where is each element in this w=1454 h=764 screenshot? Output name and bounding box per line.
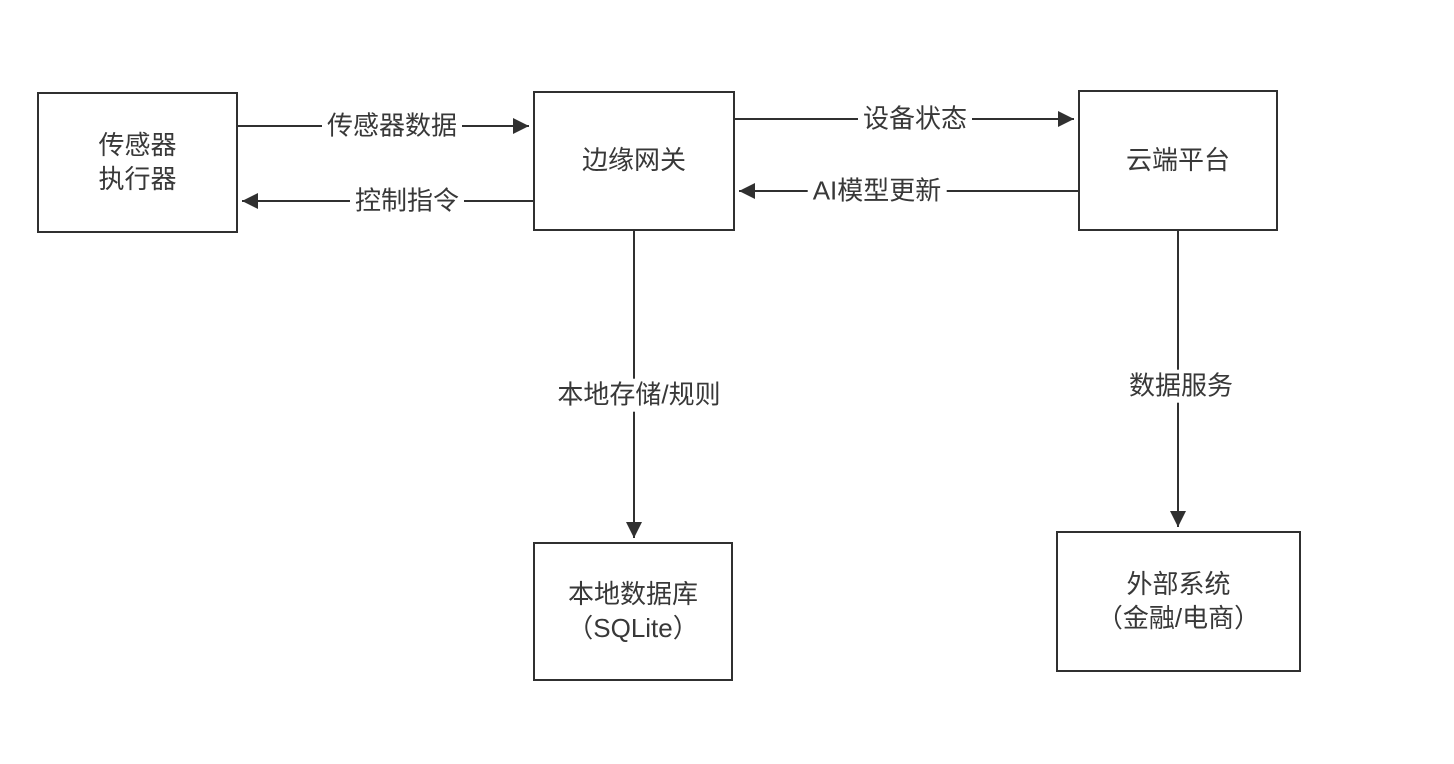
edge-label-local-storage-rules: 本地存储/规则 bbox=[552, 378, 726, 412]
node-edge-gateway: 边缘网关 bbox=[533, 91, 735, 231]
edge-label-ai-model-update: AI模型更新 bbox=[807, 174, 947, 208]
node-local-database: 本地数据库 （SQLite） bbox=[533, 542, 733, 681]
node-external-system: 外部系统 （金融/电商） bbox=[1056, 531, 1301, 672]
node-cloud-platform: 云端平台 bbox=[1078, 90, 1278, 231]
edge-label-sensor-data: 传感器数据 bbox=[321, 109, 463, 143]
edge-label-data-service: 数据服务 bbox=[1123, 369, 1239, 403]
node-sensor-actuator: 传感器 执行器 bbox=[37, 92, 238, 233]
edge-label-control-command: 控制指令 bbox=[349, 184, 465, 218]
edge-label-device-status: 设备状态 bbox=[857, 102, 973, 136]
